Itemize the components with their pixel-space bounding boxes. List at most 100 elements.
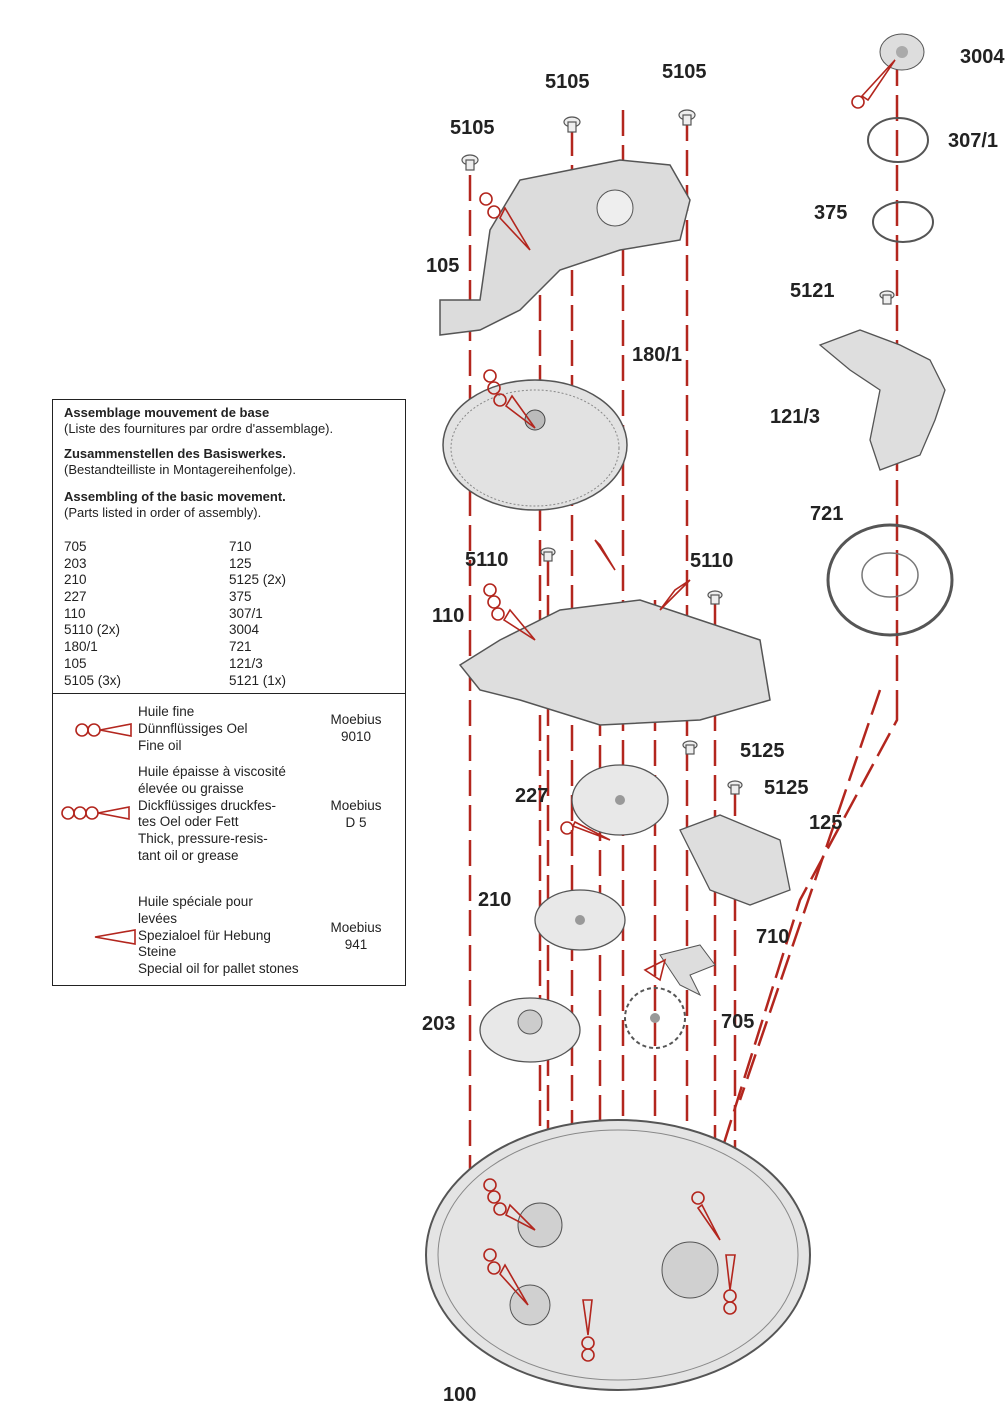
list-item: 705 <box>64 539 87 554</box>
special-oil-description: Huile spéciale pour levées Spezialoel fü… <box>138 894 299 978</box>
fine-oil-product: Moebius 9010 <box>321 711 391 745</box>
label-5125-lower: 5125 <box>764 777 809 799</box>
oil-line: élevée ou graisse <box>138 780 244 796</box>
thick-oil-symbol-icon <box>61 806 130 820</box>
wheel-203-icon <box>479 997 581 1063</box>
label-227: 227 <box>515 785 549 807</box>
special-oil-product: Moebius 941 <box>321 919 391 953</box>
oil-line: Fine oil <box>138 737 182 753</box>
main-plate-100-icon <box>425 1119 811 1391</box>
label-5110-right: 5110 <box>690 550 734 572</box>
product-name: Moebius <box>330 798 382 813</box>
balance-wheel-721-icon <box>826 523 954 637</box>
product-code: 9010 <box>340 729 372 744</box>
oil-line: Huile spéciale pour <box>138 894 253 909</box>
wheel-210-icon <box>534 889 626 951</box>
list-item: 180/1 <box>64 639 98 655</box>
list-item: 203 <box>64 555 87 571</box>
heading-german-sub: (Bestandteilliste in Montagereihenfolge)… <box>64 462 296 477</box>
spring-307-1-icon <box>867 117 929 163</box>
list-item: 3004 <box>229 622 260 638</box>
list-item: 110 <box>64 605 86 621</box>
label-5105-top-left: 5105 <box>545 71 590 93</box>
heading-english-sub: (Parts listed in order of assembly). <box>64 505 262 520</box>
oil-line: Huile fine <box>138 704 195 719</box>
list-item: 5105 (3x) <box>64 672 122 688</box>
oil-markers <box>479 59 896 1362</box>
label-5105-top-right: 5105 <box>662 61 707 83</box>
oil-line: Huile épaisse à viscosité <box>138 764 286 779</box>
label-100: 100 <box>443 1384 477 1406</box>
thick-oil-product: Moebius D 5 <box>321 797 391 831</box>
list-item: 5110 (2x) <box>64 622 121 638</box>
heading-english-title: Assembling of the basic movement. <box>64 489 286 504</box>
label-5121: 5121 <box>790 280 835 302</box>
label-710: 710 <box>756 926 790 948</box>
fine-oil-description: Huile fine Dünnflüssiges Oel Fine oil <box>138 704 248 754</box>
list-item: 210 <box>64 572 87 588</box>
product-name: Moebius <box>330 712 382 727</box>
heading-french: Assemblage mouvement de base (Liste des … <box>64 405 333 437</box>
list-item: 710 <box>229 539 252 554</box>
oil-line: Dünnflüssiges Oel <box>138 720 248 736</box>
screw-5105-icon <box>461 109 895 795</box>
heading-french-title: Assemblage mouvement de base <box>64 405 270 420</box>
label-210: 210 <box>478 889 512 911</box>
label-5125-upper: 5125 <box>740 740 785 762</box>
thick-oil-description: Huile épaisse à viscosité élevée ou grai… <box>138 764 286 865</box>
heading-german: Zusammenstellen des Basiswerkes. (Bestan… <box>64 446 296 478</box>
label-105: 105 <box>426 255 460 277</box>
label-121-3: 121/3 <box>770 406 821 428</box>
fine-oil-symbol-icon <box>75 723 132 737</box>
label-5105-left: 5105 <box>450 117 495 139</box>
list-item: 125 <box>229 555 252 571</box>
oil-line: Thick, pressure-resis- <box>138 831 268 847</box>
balance-bridge-125-icon <box>679 814 791 906</box>
oil-line: Dickflüssiges druckfes- <box>138 797 277 813</box>
list-item: 5125 (2x) <box>229 572 287 588</box>
product-name: Moebius <box>330 920 382 935</box>
oil-line: levées <box>138 910 178 926</box>
product-code: D 5 <box>345 815 367 830</box>
label-721: 721 <box>810 503 844 525</box>
list-item: 721 <box>229 639 252 655</box>
product-code: 941 <box>344 937 368 952</box>
label-5110-left: 5110 <box>465 549 509 571</box>
parts-list-column-1: 705 203 210 227 110 5110 (2x) 180/1 105 … <box>64 539 121 689</box>
label-307-1: 307/1 <box>948 130 999 152</box>
oil-line: Steine <box>138 944 177 960</box>
pallet-fork-710-icon <box>659 944 716 997</box>
list-item: 105 <box>64 655 87 671</box>
heading-german-title: Zusammenstellen des Basiswerkes. <box>64 446 286 461</box>
label-110: 110 <box>432 605 465 627</box>
parts-list-column-2: 710 125 5125 (2x) 375 307/1 3004 721 121… <box>229 539 286 689</box>
list-item: 375 <box>229 589 252 605</box>
legend-box: Assemblage mouvement de base (Liste des … <box>52 399 406 986</box>
list-item: 227 <box>64 589 87 605</box>
cap-jewel-3004-icon <box>879 33 925 71</box>
oil-line: tes Oel oder Fett <box>138 814 239 830</box>
wheel-227-icon <box>571 764 669 836</box>
label-203: 203 <box>422 1013 456 1035</box>
oil-line: tant oil or grease <box>138 847 239 863</box>
label-125: 125 <box>809 812 843 834</box>
bridge-105-icon <box>439 159 691 336</box>
label-180-1: 180/1 <box>632 344 683 366</box>
list-item: 121/3 <box>229 655 263 671</box>
list-item: 5121 (1x) <box>229 672 287 688</box>
balance-cock-121-3-icon <box>818 329 946 471</box>
bridge-110-icon <box>458 599 771 726</box>
label-705: 705 <box>721 1011 755 1033</box>
escape-wheel-705-icon <box>624 987 686 1049</box>
special-oil-symbol-icon <box>94 929 136 945</box>
heading-french-sub: (Liste des fournitures par ordre d'assem… <box>64 421 334 436</box>
barrel-180-1-icon <box>442 379 628 511</box>
oil-line: Special oil for pallet stones <box>138 961 299 977</box>
label-3004: 3004 <box>960 46 1005 68</box>
legend-divider <box>53 693 405 694</box>
heading-english: Assembling of the basic movement. (Parts… <box>64 489 286 521</box>
oil-line: Spezialoel für Hebung <box>138 927 271 943</box>
label-375: 375 <box>814 202 848 224</box>
list-item: 307/1 <box>229 605 263 621</box>
